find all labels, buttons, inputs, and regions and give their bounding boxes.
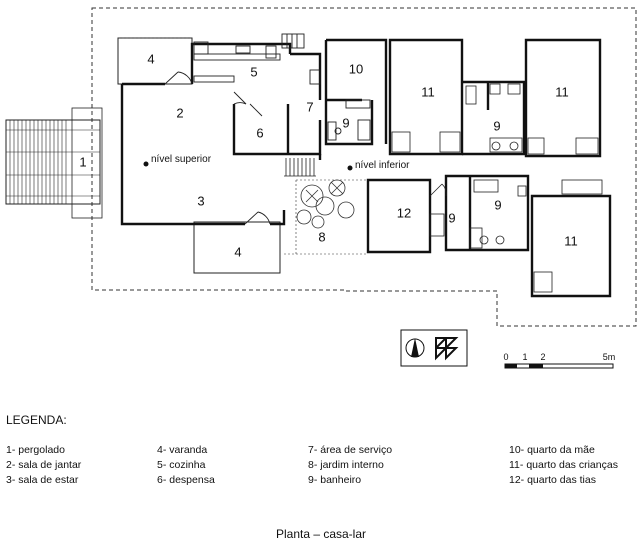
room-number: 12 — [397, 205, 411, 220]
legend-item: 7- área de serviço — [308, 444, 393, 456]
legend-item: 4- varanda — [157, 444, 208, 456]
scale-label: 0 — [503, 352, 508, 362]
garden-trees — [296, 179, 355, 229]
kitchen-counters — [193, 33, 321, 85]
level-upper-label: nível superior — [151, 154, 212, 165]
room-number: 1 — [79, 154, 86, 169]
stairs — [284, 158, 316, 177]
scale-label: 2 — [540, 352, 545, 362]
legend-item: 3- sala de estar — [6, 474, 79, 486]
legend-title: LEGENDA: — [6, 413, 67, 427]
legend-column: 4- varanda 5- cozinha 6- despensa — [157, 443, 215, 488]
room-number: 8 — [318, 229, 325, 244]
veranda-top — [117, 37, 193, 85]
legend-column: 1- pergolado 2- sala de jantar 3- sala d… — [6, 443, 81, 488]
north-symbol-icon — [400, 329, 468, 367]
room-number: 4 — [234, 244, 241, 259]
room-number: 3 — [197, 193, 204, 208]
room-number: 10 — [349, 61, 363, 76]
floor-plan: 4 5 10 11 11 2 1 7 9 6 9 3 12 9 9 8 11 4… — [5, 7, 637, 369]
room-number: 9 — [494, 197, 501, 212]
legend-item: 8- jardim interno — [308, 459, 384, 471]
legend-item: 9- banheiro — [308, 474, 362, 486]
room-number: 9 — [493, 118, 500, 133]
room-number: 11 — [421, 84, 435, 99]
room-number: 7 — [306, 99, 313, 114]
legend-item: 5- cozinha — [157, 459, 206, 471]
room-number: 11 — [555, 84, 569, 99]
legend-item: 1- pergolado — [6, 444, 65, 456]
scale-label: 1 — [522, 352, 527, 362]
level-marker-upper — [143, 161, 149, 167]
legend-item: 10- quarto da mãe — [509, 444, 595, 456]
plan-caption: Planta – casa-lar — [275, 527, 367, 541]
legend-item: 11- quarto das crianças — [509, 459, 618, 471]
room-number: 2 — [176, 105, 183, 120]
room-number: 9 — [342, 115, 349, 130]
scale-label: 5m — [603, 352, 616, 362]
veranda-bottom — [193, 221, 281, 274]
room-number: 4 — [147, 51, 154, 66]
room-number: 11 — [564, 233, 578, 248]
scale-bar: 0 1 2 5m — [503, 352, 616, 369]
lot-boundary — [91, 7, 637, 327]
legend-item: 6- despensa — [157, 474, 215, 486]
room-number: 9 — [448, 210, 455, 225]
legend-column: 10- quarto da mãe 11- quarto das criança… — [509, 443, 618, 488]
legend-column: 7- área de serviço 8- jardim interno 9- … — [308, 443, 392, 488]
bath-block-a — [462, 80, 526, 156]
level-lower-label: nível inferior — [355, 160, 410, 171]
room-number: 6 — [256, 125, 263, 140]
legend-item: 12- quarto das tias — [509, 474, 596, 486]
children-bedroom-b — [524, 38, 602, 158]
room-number: 5 — [250, 64, 257, 79]
living-block — [120, 42, 322, 226]
mother-bedroom — [324, 38, 388, 146]
level-marker-lower — [347, 165, 353, 171]
legend-item: 2- sala de jantar — [6, 459, 82, 471]
pergola — [5, 107, 103, 219]
